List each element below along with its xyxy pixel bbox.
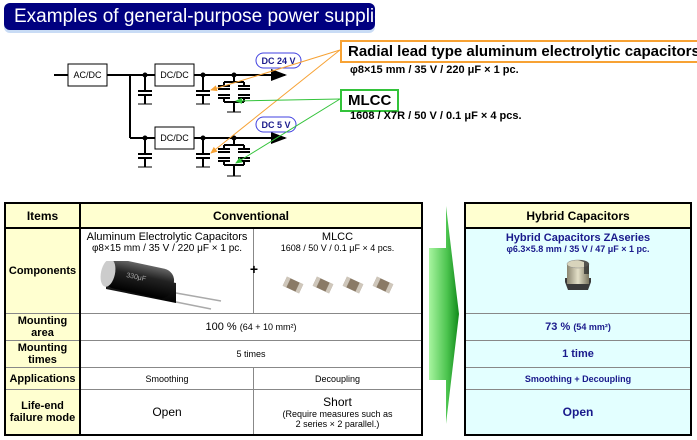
- aluminum-failure-mode: Open: [79, 389, 254, 436]
- items-header: Items: [4, 202, 81, 229]
- mlcc-pointer-2: [235, 98, 341, 164]
- aluminum-callout: Radial lead type aluminum electrolytic c…: [340, 40, 697, 63]
- aluminum-name: Aluminum Electrolytic Capacitors: [86, 231, 248, 243]
- hybrid-application: Smoothing + Decoupling: [464, 367, 692, 390]
- aluminum-callout-spec: φ8×15 mm / 35 V / 220 μF × 1 pc.: [350, 64, 519, 76]
- dcdc-block-1: [154, 63, 195, 87]
- hybrid-mounting-area: 73 % (54 mm²): [464, 313, 692, 341]
- applications-label: Applications: [4, 367, 81, 390]
- aluminum-pointer-1: [210, 49, 341, 92]
- hybrid-capacitor-image: [565, 259, 591, 290]
- mlcc-chip: [312, 276, 334, 294]
- dcdc-block-2: [154, 126, 195, 150]
- dc5-badge: [255, 116, 297, 133]
- page-title: Examples of general-purpose power suppli…: [4, 3, 394, 30]
- transition-arrow-icon: [429, 206, 459, 424]
- hybrid-component-cell: Hybrid Capacitors ZAseries φ6.3×5.8 mm /…: [464, 227, 692, 314]
- conventional-table: Items Conventional Components Aluminum E…: [4, 202, 423, 436]
- mlcc-callout-spec: 1608 / X7R / 50 V / 0.1 μF × 4 pcs.: [350, 110, 522, 122]
- mlcc-chip: [282, 276, 304, 294]
- mlcc-chips-image: [282, 276, 394, 294]
- acdc-label: AC/DC: [73, 70, 102, 80]
- aluminum-spec: φ8×15 mm / 35 V / 220 μF × 1 pc.: [91, 243, 243, 254]
- dcdc-label-1: DC/DC: [160, 70, 189, 80]
- conventional-mounting-area: 100 % (64 + 10 mm²): [79, 313, 423, 341]
- dc24-badge: [255, 52, 302, 69]
- mlcc-callout: MLCC: [340, 89, 400, 112]
- capacitor-symbols: [138, 72, 250, 177]
- hybrid-mounting-times: 1 time: [464, 340, 692, 368]
- hybrid-table: Hybrid Capacitors Hybrid Capacitors ZAse…: [464, 202, 692, 436]
- hybrid-failure-mode: Open: [464, 389, 692, 436]
- aluminum-capacitor-image: 330µF: [100, 261, 222, 310]
- aluminum-pointer-2: [210, 49, 341, 154]
- mlcc-name: MLCC: [321, 231, 354, 243]
- mlcc-chip: [372, 276, 394, 294]
- conventional-header: Conventional: [79, 202, 423, 229]
- dc24-label: DC 24 V: [261, 56, 295, 66]
- mlcc-failure-mode: Short (Require measures such as 2 series…: [253, 389, 423, 436]
- conventional-mounting-times: 5 times: [79, 340, 423, 368]
- dc5-label: DC 5 V: [261, 120, 290, 130]
- components-label: Components: [4, 227, 81, 314]
- hybrid-header: Hybrid Capacitors: [464, 202, 692, 229]
- hybrid-spec: φ6.3×5.8 mm / 35 V / 47 μF × 1 pc.: [506, 244, 650, 254]
- acdc-block: [67, 63, 108, 87]
- svg-text:330µF: 330µF: [126, 272, 147, 283]
- aluminum-component-cell: Aluminum Electrolytic Capacitors φ8×15 m…: [79, 227, 258, 314]
- mlcc-chip: [342, 276, 364, 294]
- hybrid-name: Hybrid Capacitors ZAseries: [505, 232, 651, 244]
- circuit-diagram: AC/DC DC/DC DC/DC: [54, 49, 341, 177]
- dcdc-label-2: DC/DC: [160, 133, 189, 143]
- mlcc-application: Decoupling: [253, 367, 423, 390]
- mlcc-spec: 1608 / 50 V / 0.1 μF × 4 pcs.: [280, 243, 395, 253]
- aluminum-application: Smoothing: [79, 367, 254, 390]
- mlcc-component-cell: MLCC 1608 / 50 V / 0.1 μF × 4 pcs.: [253, 227, 423, 314]
- mlcc-pointer-1: [235, 97, 341, 104]
